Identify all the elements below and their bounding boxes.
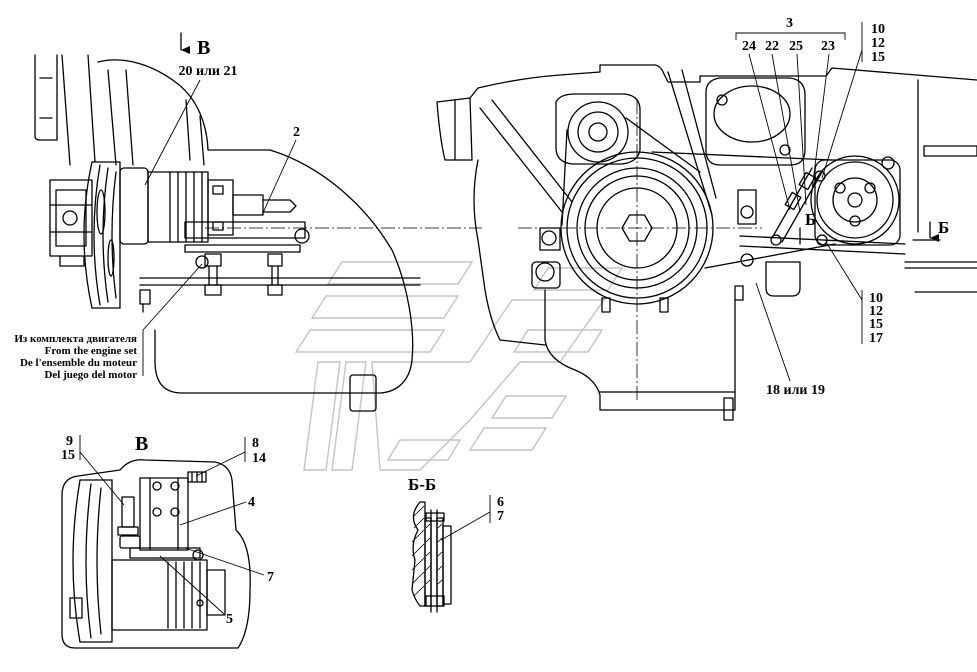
oil-pan bbox=[544, 289, 736, 411]
leader-part-18-or-19 bbox=[755, 282, 791, 382]
tensioner-bar bbox=[771, 167, 823, 243]
leader-upper-callout bbox=[821, 22, 863, 179]
callout-part-2: 2 bbox=[293, 125, 300, 140]
front-view-centerlines bbox=[518, 100, 762, 402]
callout-part-7-detail: 7 bbox=[267, 570, 274, 585]
callout-part-12-upper: 12 bbox=[871, 36, 885, 51]
engine-set-note-en: From the engine set bbox=[45, 345, 138, 357]
callout-part-23: 23 bbox=[821, 39, 835, 54]
callout-part-25: 25 bbox=[789, 39, 803, 54]
compressor-plate bbox=[814, 159, 901, 246]
section-mark-outer: Б bbox=[938, 218, 949, 237]
callout-part-9: 9 bbox=[66, 434, 73, 449]
drive-belt-pump bbox=[667, 69, 717, 216]
engine-set-note-es: Del juego del motor bbox=[44, 369, 137, 381]
callout-part-20-or-21: 20 или 21 bbox=[179, 64, 238, 79]
compressor-bracket bbox=[184, 221, 306, 239]
section-view-title: Б-Б bbox=[408, 475, 436, 494]
callout-part-10-lower: 10 bbox=[869, 291, 883, 306]
callout-part-12-lower: 12 bbox=[869, 304, 883, 319]
section-mark-inner: Б bbox=[805, 210, 816, 229]
callout-part-18-or-19: 18 или 19 bbox=[766, 383, 825, 398]
leader-part-2 bbox=[261, 139, 297, 216]
leader-detail-left bbox=[79, 435, 125, 506]
drive-belt-upper bbox=[561, 117, 701, 226]
callout-part-24: 24 bbox=[742, 39, 756, 54]
front-view: 3 24 22 25 23 10 12 15 Б Б 10 12 15 17 1… bbox=[436, 16, 977, 421]
section-view: Б-Б 6 7 bbox=[408, 475, 504, 613]
detail-compressor-body bbox=[111, 559, 208, 631]
leader-part-5 bbox=[159, 555, 225, 615]
callout-part-7-section: 7 bbox=[497, 509, 504, 524]
drive-belt-compressor bbox=[651, 151, 836, 269]
detail-view: 9 15 В 8 14 4 7 5 bbox=[61, 433, 274, 649]
compressor-pulley-side bbox=[83, 161, 93, 309]
leader-lower-callout bbox=[825, 241, 863, 344]
callout-part-15-upper: 15 bbox=[871, 50, 885, 65]
side-view: В 20 или 21 2 Из комплекта двигателя Fro… bbox=[14, 32, 482, 412]
upper-pulley bbox=[567, 101, 629, 163]
callout-part-22: 22 bbox=[765, 39, 779, 54]
group-3-bracket bbox=[735, 32, 846, 40]
callout-part-10-upper: 10 bbox=[871, 22, 885, 37]
engine-set-note-fr: De l'ensemble du moteur bbox=[20, 357, 137, 369]
watermark-logo bbox=[294, 261, 624, 471]
callout-part-5: 5 bbox=[226, 612, 233, 627]
detail-bracket-part-4 bbox=[139, 477, 189, 551]
engine-front-outline bbox=[436, 64, 977, 421]
leader-engine-set bbox=[142, 263, 203, 376]
compressor-clutch bbox=[119, 167, 149, 245]
compressor-pulley-front bbox=[810, 155, 900, 245]
section-view-drawing bbox=[411, 501, 452, 613]
leader-section-callout bbox=[440, 495, 491, 541]
leader-detail-right bbox=[195, 437, 246, 477]
leaders-group-3 bbox=[748, 53, 830, 213]
callout-part-15-detail: 15 bbox=[61, 448, 75, 463]
water-pump bbox=[705, 77, 806, 166]
section-hatching bbox=[411, 505, 443, 597]
section-bolt bbox=[430, 509, 438, 613]
callout-part-14: 14 bbox=[252, 451, 266, 466]
callout-group-3: 3 bbox=[786, 16, 793, 31]
detail-view-title: В bbox=[135, 433, 148, 455]
callout-part-4: 4 bbox=[248, 495, 255, 510]
leader-part-7-detail bbox=[184, 547, 265, 576]
detail-view-drawing bbox=[61, 459, 251, 649]
support-bracket bbox=[739, 235, 906, 255]
callout-part-15-lower: 15 bbox=[869, 317, 883, 332]
leader-part-20-or-21 bbox=[144, 79, 201, 186]
view-letter: В bbox=[197, 37, 210, 59]
leader-part-4 bbox=[179, 501, 247, 526]
engine-set-note-ru: Из комплекта двигателя bbox=[14, 333, 137, 345]
detail-bolt-part-9 bbox=[121, 496, 135, 528]
callout-part-6: 6 bbox=[497, 495, 504, 510]
engine-set-note: Из комплекта двигателя From the engine s… bbox=[14, 263, 203, 381]
callout-part-17-lower: 17 bbox=[869, 331, 883, 346]
side-view-outline bbox=[34, 54, 421, 412]
callout-part-8: 8 bbox=[252, 436, 259, 451]
